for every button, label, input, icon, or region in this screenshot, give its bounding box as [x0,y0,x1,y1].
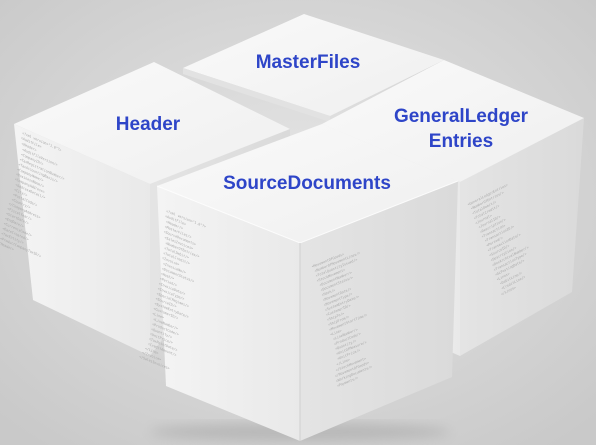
master-files-cube-top-face [183,14,444,116]
general-ledger-label-line2: Entries [429,131,493,152]
source-documents-cube: SourceDocuments <?xml version="1.0"?> <A… [139,124,459,441]
general-ledger-entries-cube-right-face [460,118,584,356]
header-cube-left-face [14,124,150,356]
master-files-cube: MasterFiles [183,14,444,122]
master-files-cube-left-face [183,68,330,122]
header-cube-top-face [14,62,290,184]
header-label: Header [116,114,181,135]
master-files-label: MasterFiles [256,52,361,73]
general-ledger-label-line1: GeneralLedger [394,106,529,127]
source-documents-cube-top-face [157,124,458,243]
source-documents-cube-left-face [157,186,300,441]
source-documents-cube-right-face [300,181,458,441]
source-documents-label: SourceDocuments [223,173,391,194]
